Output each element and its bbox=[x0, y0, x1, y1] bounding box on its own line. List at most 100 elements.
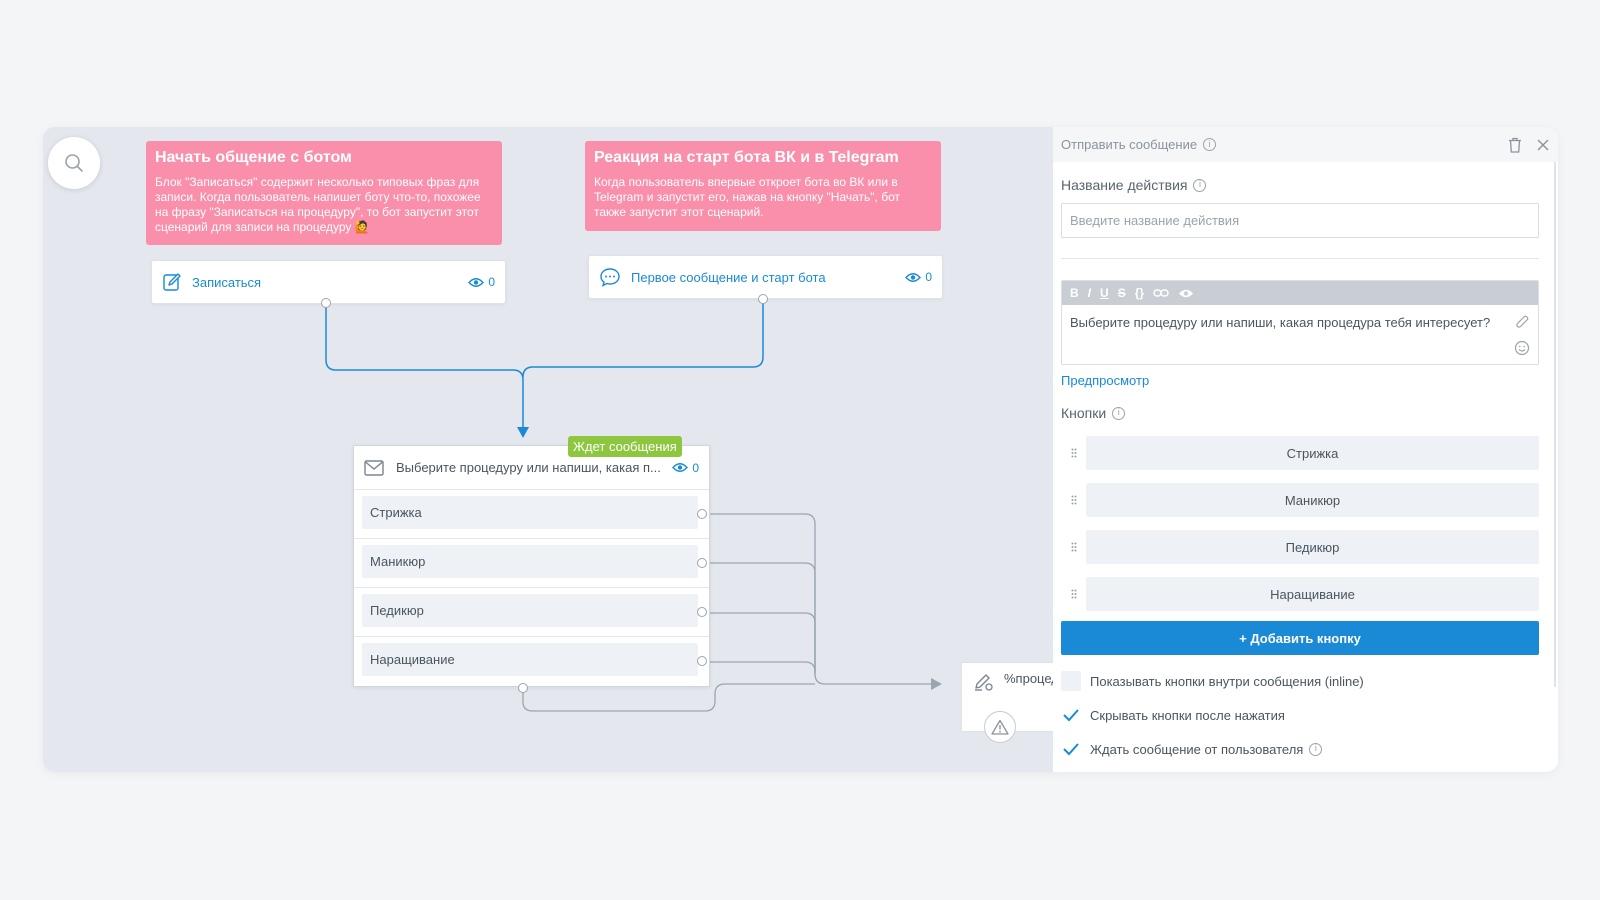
paperclip-icon[interactable] bbox=[1515, 314, 1529, 330]
option-label: Показывать кнопки внутри сообщения (inli… bbox=[1090, 673, 1364, 689]
option-inline-buttons[interactable]: Показывать кнопки внутри сообщения (inli… bbox=[1061, 671, 1364, 691]
message-block[interactable]: Выберите процедуру или напиши, какая п..… bbox=[353, 445, 710, 687]
trash-icon[interactable] bbox=[1508, 137, 1522, 153]
trigger-output-port[interactable] bbox=[321, 298, 331, 308]
note-title: Реакция на старт бота ВК и в Telegram bbox=[594, 149, 899, 166]
info-icon[interactable]: i bbox=[1203, 138, 1217, 151]
envelope-icon bbox=[364, 459, 384, 476]
connection-lines bbox=[325, 299, 942, 712]
panel-button-row: Стрижка bbox=[1061, 436, 1539, 470]
warning-button[interactable] bbox=[984, 711, 1016, 743]
note-text: Блок "Записаться" содержит несколько тип… bbox=[155, 175, 481, 234]
panel-scrollbar[interactable] bbox=[1554, 162, 1556, 687]
panel-button-row: Наращивание bbox=[1061, 577, 1539, 611]
message-text: Выберите процедуру или напиши, какая про… bbox=[1070, 315, 1491, 330]
divider bbox=[1061, 258, 1539, 259]
checkmark-icon bbox=[1063, 743, 1079, 756]
search-icon bbox=[65, 154, 83, 172]
option-hide-buttons[interactable]: Скрывать кнопки после нажатия bbox=[1061, 705, 1285, 725]
info-icon[interactable]: i bbox=[1309, 742, 1323, 756]
drag-handle-icon[interactable] bbox=[1061, 589, 1086, 599]
action-name-label: Название действия i bbox=[1061, 177, 1207, 193]
close-icon[interactable] bbox=[1536, 138, 1550, 152]
underline-button[interactable]: U bbox=[1100, 286, 1109, 300]
panel-header: Отправить сообщение i bbox=[1053, 127, 1558, 162]
message-button-extensions[interactable]: Наращивание bbox=[362, 643, 698, 676]
message-button-haircut[interactable]: Стрижка bbox=[362, 496, 698, 529]
emoji-icon[interactable] bbox=[1514, 340, 1530, 356]
panel-button-extensions[interactable]: Наращивание bbox=[1086, 577, 1539, 611]
checkbox-checked[interactable] bbox=[1061, 705, 1081, 725]
canvas-search-button[interactable] bbox=[48, 137, 100, 189]
views-count: 0 bbox=[925, 270, 932, 284]
edit-icon bbox=[163, 273, 181, 291]
strikethrough-button[interactable]: S bbox=[1117, 286, 1126, 300]
trigger-output-port[interactable] bbox=[758, 294, 768, 304]
preview-link[interactable]: Предпросмотр bbox=[1061, 373, 1150, 388]
trigger-label: Первое сообщение и старт бота bbox=[631, 269, 826, 285]
eye-icon bbox=[905, 272, 922, 282]
edit-variable-icon bbox=[975, 674, 993, 691]
add-button-button[interactable]: + Добавить кнопку bbox=[1061, 621, 1539, 655]
connector-trigger-1 bbox=[325, 302, 524, 432]
flow-canvas[interactable]: Начать общение с ботом Блок "Записаться"… bbox=[43, 127, 1053, 772]
note-bot-start[interactable]: Реакция на старт бота ВК и в Telegram Ко… bbox=[585, 141, 941, 231]
message-button-row: Наращивание bbox=[354, 637, 709, 686]
connector-arrowhead-gray bbox=[931, 678, 942, 690]
message-editor[interactable]: B I U S {} Выберите процедуру или напиши… bbox=[1061, 280, 1539, 365]
action-node-partial[interactable]: %процед bbox=[961, 662, 1053, 743]
checkbox-checked[interactable] bbox=[1061, 739, 1081, 759]
trigger-signup[interactable]: Записаться 0 bbox=[151, 260, 506, 304]
eye-icon[interactable] bbox=[1178, 288, 1194, 299]
views-count: 0 bbox=[488, 275, 495, 289]
message-button-manicure[interactable]: Маникюр bbox=[362, 545, 698, 578]
info-icon[interactable]: i bbox=[1193, 178, 1207, 192]
checkmark-icon bbox=[1063, 709, 1079, 722]
button-output-port[interactable] bbox=[697, 656, 707, 666]
message-fallback-port[interactable] bbox=[518, 683, 528, 693]
note-title: Начать общение с ботом bbox=[155, 149, 352, 166]
option-wait-message[interactable]: Ждать сообщение от пользователя i bbox=[1061, 739, 1323, 759]
eye-icon bbox=[672, 463, 689, 472]
code-button[interactable]: {} bbox=[1134, 286, 1145, 300]
button-output-port[interactable] bbox=[697, 509, 707, 519]
drag-handle-icon[interactable] bbox=[1061, 495, 1086, 505]
info-icon[interactable]: i bbox=[1112, 406, 1126, 420]
message-preview-text: Выберите процедуру или напиши, какая п..… bbox=[396, 460, 661, 475]
connector-btn-3 bbox=[697, 612, 816, 674]
note-start-chat[interactable]: Начать общение с ботом Блок "Записаться"… bbox=[146, 141, 502, 245]
message-textarea[interactable]: Выберите процедуру или напиши, какая про… bbox=[1062, 305, 1538, 364]
buttons-label-text: Кнопки bbox=[1061, 405, 1107, 421]
action-name-field[interactable]: Введите название действия bbox=[1061, 203, 1539, 238]
message-button-row: Стрижка bbox=[354, 490, 709, 539]
panel-button-haircut[interactable]: Стрижка bbox=[1086, 436, 1539, 470]
button-output-port[interactable] bbox=[697, 607, 707, 617]
panel-button-manicure[interactable]: Маникюр bbox=[1086, 483, 1539, 517]
eye-icon bbox=[468, 277, 485, 287]
action-node-text: %процед bbox=[1004, 671, 1053, 686]
connector-btn-2 bbox=[697, 562, 816, 674]
panel-button-row: Педикюр bbox=[1061, 530, 1539, 564]
bold-button[interactable]: B bbox=[1070, 286, 1079, 300]
panel-button-row: Маникюр bbox=[1061, 483, 1539, 517]
action-name-input[interactable]: Введите название действия bbox=[1070, 213, 1240, 228]
italic-button[interactable]: I bbox=[1087, 286, 1092, 300]
button-output-port[interactable] bbox=[697, 558, 707, 568]
drag-handle-icon[interactable] bbox=[1061, 542, 1086, 552]
link-icon[interactable] bbox=[1153, 288, 1169, 298]
action-name-label-text: Название действия bbox=[1061, 177, 1188, 193]
drag-handle-icon[interactable] bbox=[1061, 448, 1086, 458]
waiting-message-badge: Ждет сообщения bbox=[568, 436, 682, 457]
panel-title: Отправить сообщение bbox=[1061, 137, 1198, 152]
views-counter: 0 bbox=[905, 270, 932, 284]
checkbox-unchecked[interactable] bbox=[1061, 671, 1081, 691]
connector-trigger-2 bbox=[522, 299, 764, 378]
panel-button-pedicure[interactable]: Педикюр bbox=[1086, 530, 1539, 564]
note-text: Когда пользователь впервые откроет бота … bbox=[594, 175, 900, 219]
editor-toolbar: B I U S {} bbox=[1062, 281, 1538, 305]
message-block-header[interactable]: Выберите процедуру или напиши, какая п..… bbox=[354, 446, 709, 490]
chat-bubble-icon bbox=[600, 268, 620, 287]
message-button-pedicure[interactable]: Педикюр bbox=[362, 594, 698, 627]
warning-icon bbox=[991, 719, 1009, 735]
trigger-first-message[interactable]: Первое сообщение и старт бота 0 bbox=[588, 255, 943, 299]
